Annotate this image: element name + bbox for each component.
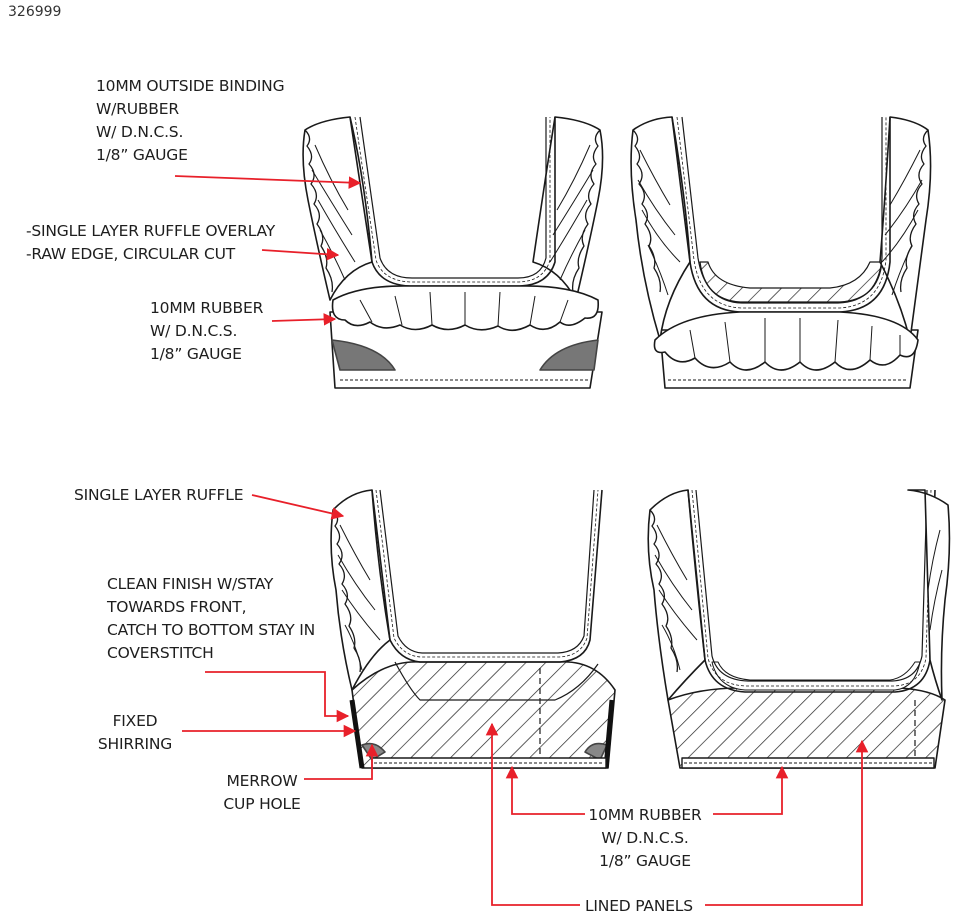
label-line: W/ D.N.C.S. [601, 829, 689, 847]
label-line: 10MM RUBBER [588, 806, 702, 824]
label-line: 1/8” GAUGE [150, 345, 242, 363]
label-line: 10MM RUBBER [150, 299, 264, 317]
label-line: W/ D.N.C.S. [150, 322, 238, 340]
label-line: 1/8” GAUGE [599, 852, 691, 870]
label-line: CUP HOLE [223, 795, 301, 813]
bottom-back-garment [647, 489, 951, 769]
top-back-garment [630, 116, 932, 389]
label-line: 1/8” GAUGE [96, 146, 188, 164]
label-line: LINED PANELS [585, 897, 693, 915]
label-line: MERROW [226, 772, 298, 790]
label-lined-panels: LINED PANELS [585, 895, 693, 918]
label-single-ruffle: SINGLE LAYER RUFFLE [74, 484, 243, 507]
label-outside-binding: 10MM OUTSIDE BINDING W/RUBBER W/ D.N.C.S… [96, 75, 285, 167]
label-line: W/RUBBER [96, 100, 179, 118]
label-rubber-top: 10MM RUBBER W/ D.N.C.S. 1/8” GAUGE [150, 297, 263, 366]
label-line: COVERSTITCH [107, 644, 214, 662]
label-line: CLEAN FINISH W/STAY [107, 575, 274, 593]
label-fixed-shirring: FIXED SHIRRING [90, 710, 180, 756]
label-ruffle-overlay: -SINGLE LAYER RUFFLE OVERLAY -RAW EDGE, … [26, 220, 275, 266]
label-merrow: MERROW CUP HOLE [212, 770, 312, 816]
bottom-front-garment [330, 489, 616, 769]
label-line: SHIRRING [97, 735, 173, 753]
style-code: 326999 [8, 4, 62, 20]
label-clean-finish: CLEAN FINISH W/STAY TOWARDS FRONT, CATCH… [107, 573, 315, 665]
label-line: CATCH TO BOTTOM STAY IN [107, 621, 315, 639]
label-rubber-bottom: 10MM RUBBER W/ D.N.C.S. 1/8” GAUGE [570, 804, 720, 873]
label-line: -RAW EDGE, CIRCULAR CUT [26, 245, 236, 263]
label-line: SINGLE LAYER RUFFLE [74, 486, 244, 504]
top-front-garment [302, 116, 604, 389]
label-line: FIXED [112, 712, 158, 730]
label-line: W/ D.N.C.S. [96, 123, 184, 141]
callout-arrows [174, 175, 869, 906]
label-line: -SINGLE LAYER RUFFLE OVERLAY [26, 222, 275, 240]
label-line: 10MM OUTSIDE BINDING [96, 77, 285, 95]
label-line: TOWARDS FRONT, [107, 598, 247, 616]
